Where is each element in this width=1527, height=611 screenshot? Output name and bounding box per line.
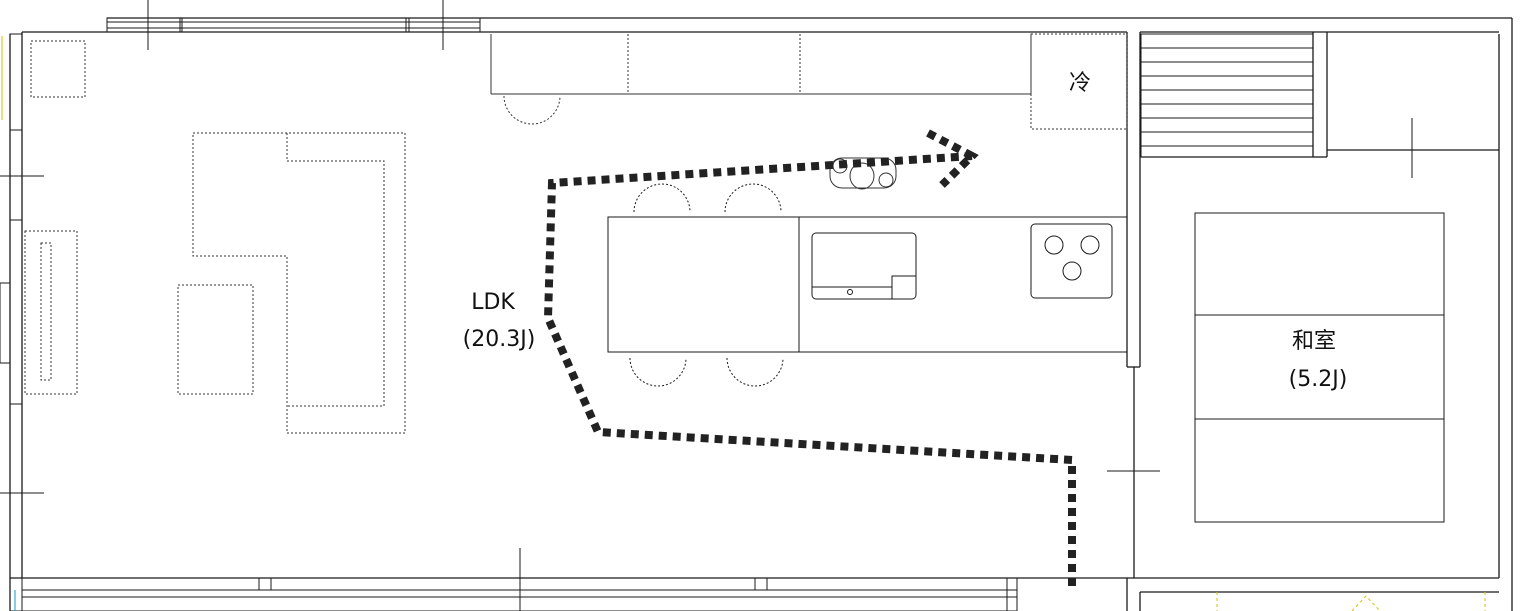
washitsu-label: 和室 — [1292, 329, 1336, 354]
tv-board — [24, 230, 78, 395]
stairs — [1140, 33, 1413, 178]
accent-marks — [1, 36, 1486, 611]
stove-icon — [1030, 223, 1113, 299]
tatami — [1194, 212, 1445, 523]
coffee-table — [177, 284, 254, 395]
kitchen-island — [607, 183, 1128, 387]
windows — [0, 0, 1018, 611]
side-table — [30, 40, 86, 98]
fridge — [1030, 33, 1128, 130]
dotted-arrow-path — [543, 129, 1076, 586]
washitsu-area: (5.2J) — [1289, 367, 1348, 392]
ldk-label: LDK — [471, 290, 515, 315]
sink-icon — [811, 232, 917, 300]
living-furniture — [24, 40, 406, 434]
fridge-label: 冷 — [1069, 71, 1091, 96]
sofa — [192, 132, 406, 434]
kitchen-counter — [490, 33, 1128, 130]
robot-icon — [829, 157, 897, 190]
ldk-area: (20.3J) — [463, 327, 536, 352]
